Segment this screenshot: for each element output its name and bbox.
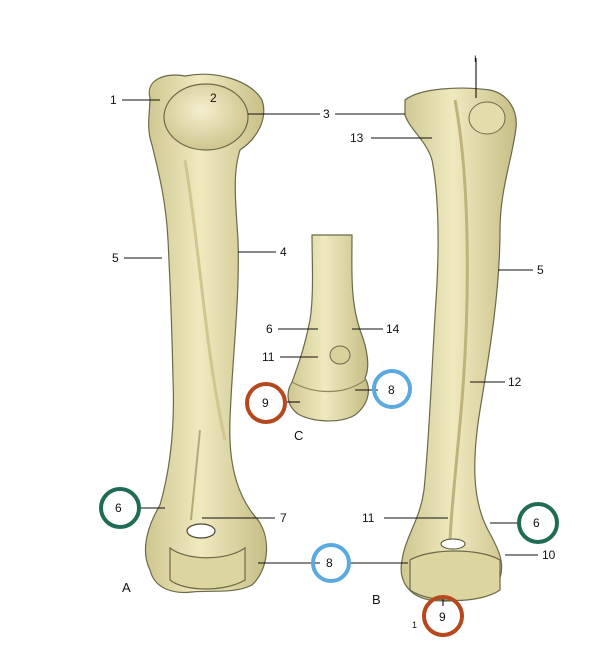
label-b-12: 12 (508, 375, 522, 389)
bone-a-ridge (190, 429, 201, 521)
bone-view-b (400, 87, 517, 602)
label-b-9: 9 (439, 610, 446, 624)
bone-c-fossa (329, 345, 351, 365)
leader-lines (122, 58, 538, 606)
label-b-5: 5 (537, 263, 544, 277)
red-circle-c9 (245, 382, 287, 424)
label-b-10: 10 (542, 548, 556, 562)
label-c-14: 14 (386, 322, 400, 336)
green-circle-b6 (517, 502, 559, 544)
label-b-6: 6 (533, 516, 540, 530)
label-b-13: 13 (350, 131, 364, 145)
label-c-8: 8 (388, 383, 395, 397)
bone-b-shaft (400, 87, 517, 602)
label-a-3: 3 (323, 107, 330, 121)
label-a-6: 6 (115, 501, 122, 515)
figure-label-c: C (294, 428, 303, 443)
figure-label-a: A (122, 580, 131, 595)
highlight-circles (99, 369, 559, 637)
label-c-9: 9 (262, 396, 269, 410)
label-a-1: 1 (110, 93, 117, 107)
bone-b-crest (448, 99, 469, 541)
bone-b-tubercle (468, 101, 506, 135)
label-a-4: 4 (280, 245, 287, 259)
green-circle-a6 (99, 487, 141, 529)
bone-view-a (144, 73, 268, 594)
labels: 1 2 3 4 5 6 7 8 A 6 14 11 9 8 C I 13 5 1… (110, 54, 556, 630)
label-a-5: 5 (112, 251, 119, 265)
bone-b-condyle (409, 550, 501, 602)
label-b-11: 11 (362, 511, 375, 525)
label-a-8: 8 (326, 556, 333, 570)
marker-bottom: 1 (412, 620, 417, 630)
bone-a-crest (183, 159, 227, 441)
label-c-6: 6 (266, 322, 273, 336)
bone-b-foramen (440, 538, 466, 550)
bone-a-condyle (169, 546, 246, 590)
figure-label-b: B (372, 592, 381, 607)
label-a-2: 2 (210, 91, 217, 105)
bone-c-distal (287, 234, 369, 422)
label-a-7: 7 (280, 511, 287, 525)
blue-circle-a8 (311, 543, 351, 583)
bone-a-head (163, 83, 249, 151)
bone-view-c (287, 234, 369, 422)
marker-top: I (474, 54, 477, 64)
blue-circle-c8 (372, 369, 412, 409)
red-circle-b9 (422, 595, 464, 637)
bone-a-foramen (186, 523, 216, 539)
label-c-11: 11 (262, 350, 275, 364)
bone-c-condyle-line (291, 379, 366, 393)
